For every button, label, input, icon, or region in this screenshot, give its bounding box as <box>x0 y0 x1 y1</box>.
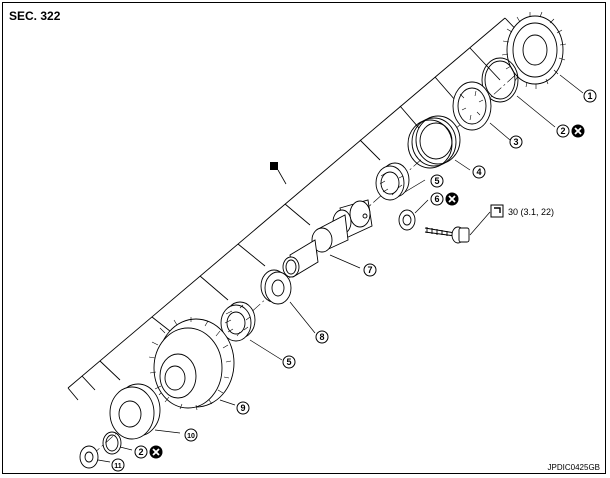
part-4-spring <box>407 115 461 169</box>
callout-2: 2 <box>556 124 585 138</box>
part-5-needle-bearing-lower <box>220 301 256 342</box>
callout-5: 5 <box>430 174 444 188</box>
section-label: SEC. 322 <box>9 9 61 23</box>
callout-number: 9 <box>240 403 245 413</box>
x-in-black-circle-icon <box>445 192 459 206</box>
callout-2: 2 <box>134 445 163 459</box>
callout-number: 2 <box>560 126 565 136</box>
part-7-shaft <box>282 199 373 278</box>
diagram-frame <box>2 2 606 474</box>
callout-group: 1 2 3 4 5 6 7 8 5 9 10 2 11 <box>111 89 597 472</box>
callout-number: 8 <box>319 332 324 342</box>
callout-11: 11 <box>111 458 125 472</box>
part-5-needle-bearing-upper <box>375 162 410 201</box>
part-1-gear <box>501 11 567 89</box>
callout-number: 7 <box>367 265 372 275</box>
assembly-bracket <box>67 17 546 401</box>
torque-wrench-icon <box>490 204 504 218</box>
callout-number: 11 <box>114 463 122 470</box>
callout-number: 10 <box>187 433 195 440</box>
callout-number: 1 <box>587 91 592 101</box>
callout-number: 3 <box>513 137 518 147</box>
part-10-ring <box>109 383 161 440</box>
torque-spec: 30 (3.1, 22) <box>508 207 554 217</box>
part-2-snap-ring-lower <box>102 431 122 455</box>
callout-8: 8 <box>315 330 329 344</box>
part-9-gear <box>148 317 235 411</box>
callout-5: 5 <box>282 355 296 369</box>
callout-number: 2 <box>138 447 143 457</box>
part-3-cone <box>452 81 492 131</box>
part-6-washer <box>398 209 416 231</box>
callout-9: 9 <box>236 401 250 415</box>
callout-10: 10 <box>184 428 198 442</box>
bolt <box>424 226 470 244</box>
callout-number: 5 <box>434 176 439 186</box>
callout-3: 3 <box>509 135 523 149</box>
part-11-washer <box>79 445 99 469</box>
figure-code: JPDIC0425GB <box>547 463 600 472</box>
black-square-icon <box>270 162 278 170</box>
part-8-thrust-washer <box>260 269 292 305</box>
callout-number: 4 <box>476 167 481 177</box>
x-in-black-circle-icon <box>149 445 163 459</box>
part-2-snap-ring <box>481 57 519 103</box>
callout-7: 7 <box>363 263 377 277</box>
callout-6: 6 <box>430 192 459 206</box>
callout-4: 4 <box>472 165 486 179</box>
x-in-black-circle-icon <box>571 124 585 138</box>
callout-number: 6 <box>434 194 439 204</box>
leader-lines <box>97 74 584 463</box>
callout-number: 5 <box>286 357 291 367</box>
callout-1: 1 <box>583 89 597 103</box>
